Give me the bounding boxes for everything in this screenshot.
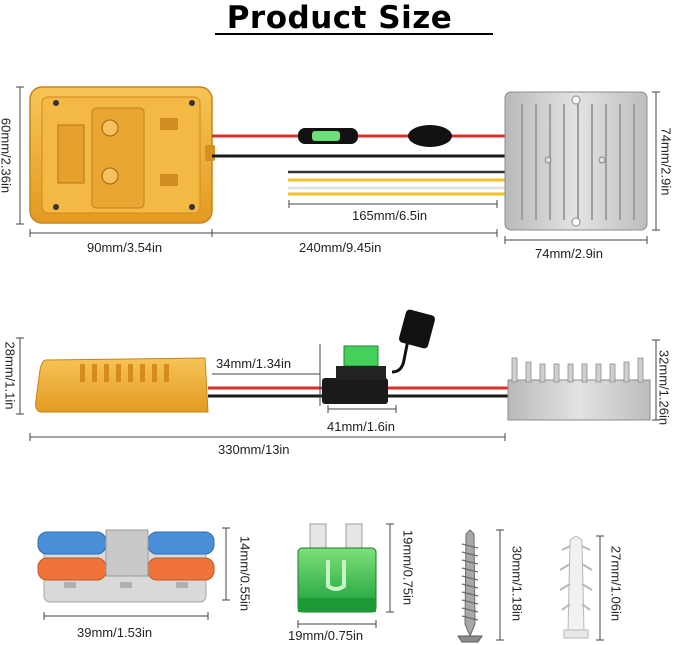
converter-height-label: 74mm/2.9in xyxy=(658,127,674,196)
connector-width-label: 39mm/1.53in xyxy=(77,625,153,640)
adapter-top-view xyxy=(29,86,215,224)
connector-height-label: 14mm/0.55in xyxy=(237,535,253,612)
converter-top-view xyxy=(504,91,648,231)
converter-side-height-label: 32mm/1.26in xyxy=(656,349,672,426)
cable-length-label: 240mm/9.45in xyxy=(299,240,382,255)
fuse-width-label: 19mm/0.75in xyxy=(288,628,364,643)
page-title: Product Size xyxy=(226,0,453,36)
converter-side-view xyxy=(507,357,651,421)
fuse-holder-height-label: 34mm/1.34in xyxy=(216,356,292,371)
screw-length-label: 30mm/1.18in xyxy=(509,545,525,622)
fuse-height-label: 19mm/0.75in xyxy=(400,529,416,606)
dimension-lines-section1 xyxy=(16,86,660,244)
wires-section2 xyxy=(208,309,508,404)
adapter-side-view xyxy=(35,357,209,413)
blade-fuse xyxy=(297,523,377,613)
dimension-lines-section3 xyxy=(43,523,604,641)
fuse-holder-length-label: 41mm/1.6in xyxy=(327,419,395,434)
screw xyxy=(457,529,483,643)
title-underline xyxy=(215,33,493,35)
adapter-width-label: 90mm/3.54in xyxy=(87,240,163,255)
converter-width-label: 74mm/2.9in xyxy=(535,246,603,261)
wires-section1 xyxy=(212,125,505,196)
lead-length-label: 165mm/6.5in xyxy=(352,208,428,223)
adapter-height-label: 60mm/2.36in xyxy=(0,117,14,194)
lever-connector xyxy=(37,529,215,603)
adapter-side-height-label: 28mm/1.1in xyxy=(2,341,18,410)
wall-anchor xyxy=(559,535,593,639)
anchor-length-label: 27mm/1.06in xyxy=(608,545,624,622)
dimension-lines-section2 xyxy=(16,337,660,441)
total-length-label: 330mm/13in xyxy=(218,442,290,457)
